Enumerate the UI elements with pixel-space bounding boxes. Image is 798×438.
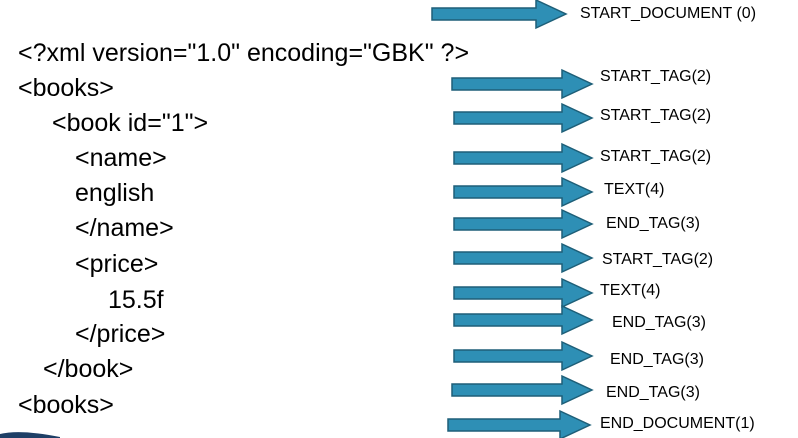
event-label-text-name: TEXT(4) bbox=[604, 181, 665, 198]
arrow-start-document bbox=[431, 0, 568, 30]
xml-line-declaration: <?xml version="1.0" encoding="GBK" ?> bbox=[18, 39, 470, 67]
arrow-start-tag-book bbox=[453, 102, 594, 134]
xml-line-name-open: <name> bbox=[75, 144, 167, 172]
event-label-start-tag-book: START_TAG(2) bbox=[600, 107, 712, 124]
xml-line-book-close: </book> bbox=[43, 355, 134, 383]
arrow-end-tag-books bbox=[451, 374, 594, 406]
xml-line-price-open: <price> bbox=[75, 250, 159, 278]
xml-line-books-close: <books> bbox=[18, 391, 114, 419]
arrow-end-document bbox=[447, 409, 592, 438]
xml-line-price-text: 15.5f bbox=[108, 286, 164, 314]
event-label-end-tag-book: END_TAG(3) bbox=[610, 351, 704, 368]
xml-line-name-text: english bbox=[75, 179, 155, 207]
corner-decoration bbox=[0, 426, 60, 438]
xml-line-price-close: </price> bbox=[75, 320, 166, 348]
xml-line-books-open: <books> bbox=[18, 74, 114, 102]
arrow-end-tag-price bbox=[453, 304, 594, 336]
event-label-start-tag-books: START_TAG(2) bbox=[600, 68, 712, 85]
event-label-end-tag-books: END_TAG(3) bbox=[606, 384, 700, 401]
arrow-start-tag-price bbox=[453, 242, 594, 274]
arrow-start-tag-name bbox=[453, 142, 594, 174]
event-label-text-price: TEXT(4) bbox=[600, 282, 661, 299]
arrow-text-name bbox=[453, 176, 594, 208]
arrow-start-tag-books bbox=[451, 68, 594, 100]
event-label-start-tag-name: START_TAG(2) bbox=[600, 148, 712, 165]
event-label-end-tag-name: END_TAG(3) bbox=[606, 215, 700, 232]
event-label-start-document: START_DOCUMENT (0) bbox=[580, 5, 757, 22]
xml-line-book-open: <book id="1"> bbox=[52, 109, 209, 137]
event-label-start-tag-price: START_TAG(2) bbox=[602, 251, 714, 268]
xml-line-name-close: </name> bbox=[75, 214, 174, 242]
arrow-text-price bbox=[453, 277, 594, 309]
event-label-end-tag-price: END_TAG(3) bbox=[612, 314, 706, 331]
arrow-end-tag-book bbox=[453, 340, 594, 372]
event-label-end-document: END_DOCUMENT(1) bbox=[600, 415, 755, 432]
arrow-end-tag-name bbox=[453, 208, 594, 240]
